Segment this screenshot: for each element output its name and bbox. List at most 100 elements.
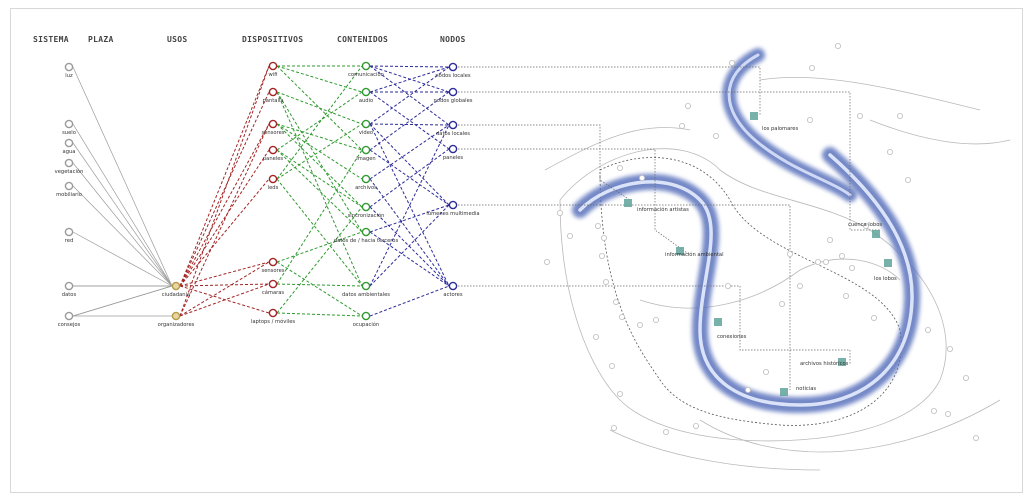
plaza-node [64,158,74,168]
map-dot [613,298,620,305]
nodos-node [448,62,458,72]
map-dashed-contour [599,157,902,426]
map-dot [947,345,954,352]
usos-dispositivos-link [179,123,270,317]
contenidos-nodos-link [369,285,450,317]
dispositivos-contenidos-link [276,91,363,125]
map-dot [807,117,814,124]
map-dot [593,333,600,340]
map-dot [617,164,624,171]
dispositivos-node [268,145,278,155]
map-label-los-lobos: los lobos [874,276,897,282]
map-dot [849,264,856,271]
plaza-label: agua [63,149,76,155]
map-node [750,112,758,120]
nodos-node [448,200,458,210]
header-plaza: PLAZA [88,35,114,44]
dispositivos-contenidos-link [276,149,363,208]
map-dot [663,428,670,435]
plaza-label: vegetación [55,168,84,175]
map-dot [763,368,770,375]
map-node [780,388,788,396]
map-dot [871,314,878,321]
plaza-node [64,138,74,148]
map-label-cuenca-lobos: cuenca lobos [848,222,882,228]
map-dot [685,103,692,110]
usos-label: organizadores [158,322,195,328]
plaza-node [64,227,74,237]
usos-dispositivos-link [179,65,270,317]
dispositivos-node [268,87,278,97]
map-dot [839,252,846,259]
usos-dispositivos-link [179,123,270,287]
map-node [884,259,892,267]
map-dot [827,236,834,243]
contenidos-nodos-link [369,148,450,208]
contenidos-label: comunicación [348,71,384,78]
plaza-usos-link [72,231,173,287]
nodos-node [448,120,458,130]
plaza-usos-link [72,142,173,287]
dispositivos-label: leds [268,185,279,191]
dispositivos-contenidos-link [276,91,363,233]
rivers [572,48,921,414]
nodos-label: paneles [443,155,464,161]
contenidos-nodos-link [369,123,450,126]
header-dispositivos: DISPOSITIVOS [242,35,303,44]
dispositivos-contenidos-link [276,149,363,285]
dispositivos-label: sensores [262,130,285,136]
network-nodes: luzsueloaguavegetaciónmobiliarioreddatos… [55,61,480,328]
map-dot [897,113,904,120]
dispositivos-contenidos-link [276,65,363,180]
map-dot [599,252,606,259]
contenidos-nodos-link [369,231,450,287]
dispositivos-contenidos-link [276,312,363,317]
header-usos: USOS [167,35,187,44]
map-dot [779,300,786,307]
dispositivos-label: cámaras [262,289,285,296]
contenidos-label: imagen [356,156,375,162]
contenidos-nodos-link [369,66,450,125]
map-dot [637,321,644,328]
dispositivos-contenidos-link [276,123,363,180]
map-dot [603,278,610,285]
map-dot [693,422,700,429]
map-dot [544,258,551,265]
map-dot [815,258,822,265]
usos-dispositivos-link [179,261,270,317]
plaza-usos-link [72,66,173,287]
nodos-label: nodos globales [434,98,473,104]
plaza-label: datos [62,292,77,298]
contenidos-nodos-link [369,204,450,287]
map-dot [973,434,980,441]
contenidos-nodos-link [369,124,450,180]
contenidos-label: datos ambientales [342,292,390,298]
dispositivos-label: sensores [262,268,285,274]
dispositivos-contenidos-link [276,65,363,93]
map-dot [617,390,624,397]
usos-dispositivos-link [179,65,270,287]
map-dot [619,313,626,320]
map-dot [843,292,850,299]
plaza-label: red [65,238,74,244]
dispositivos-node [268,308,278,318]
usos-label: ciudadanía [162,291,190,298]
diagram-frame [10,8,1023,493]
usos-dispositivos-link [179,283,270,287]
contenidos-node [361,119,371,129]
nodos-node [448,144,458,154]
dispositivos-contenidos-link [276,91,363,151]
map-dot [905,176,912,183]
dispositivos-label: pantalla [262,98,283,104]
map-dot [567,232,574,239]
map-dot [679,123,686,130]
contenidos-label: archivos [355,185,377,191]
map-node [676,247,684,255]
nodos-label: nodos locales [435,73,471,79]
dispositivos-contenidos-link [276,178,363,287]
dispositivos-label: paneles [263,156,284,162]
contenidos-nodos-link [369,66,450,93]
column-headers: SISTEMA PLAZA USOS DISPOSITIVOS CONTENID… [33,35,465,44]
contenidos-node [361,145,371,155]
